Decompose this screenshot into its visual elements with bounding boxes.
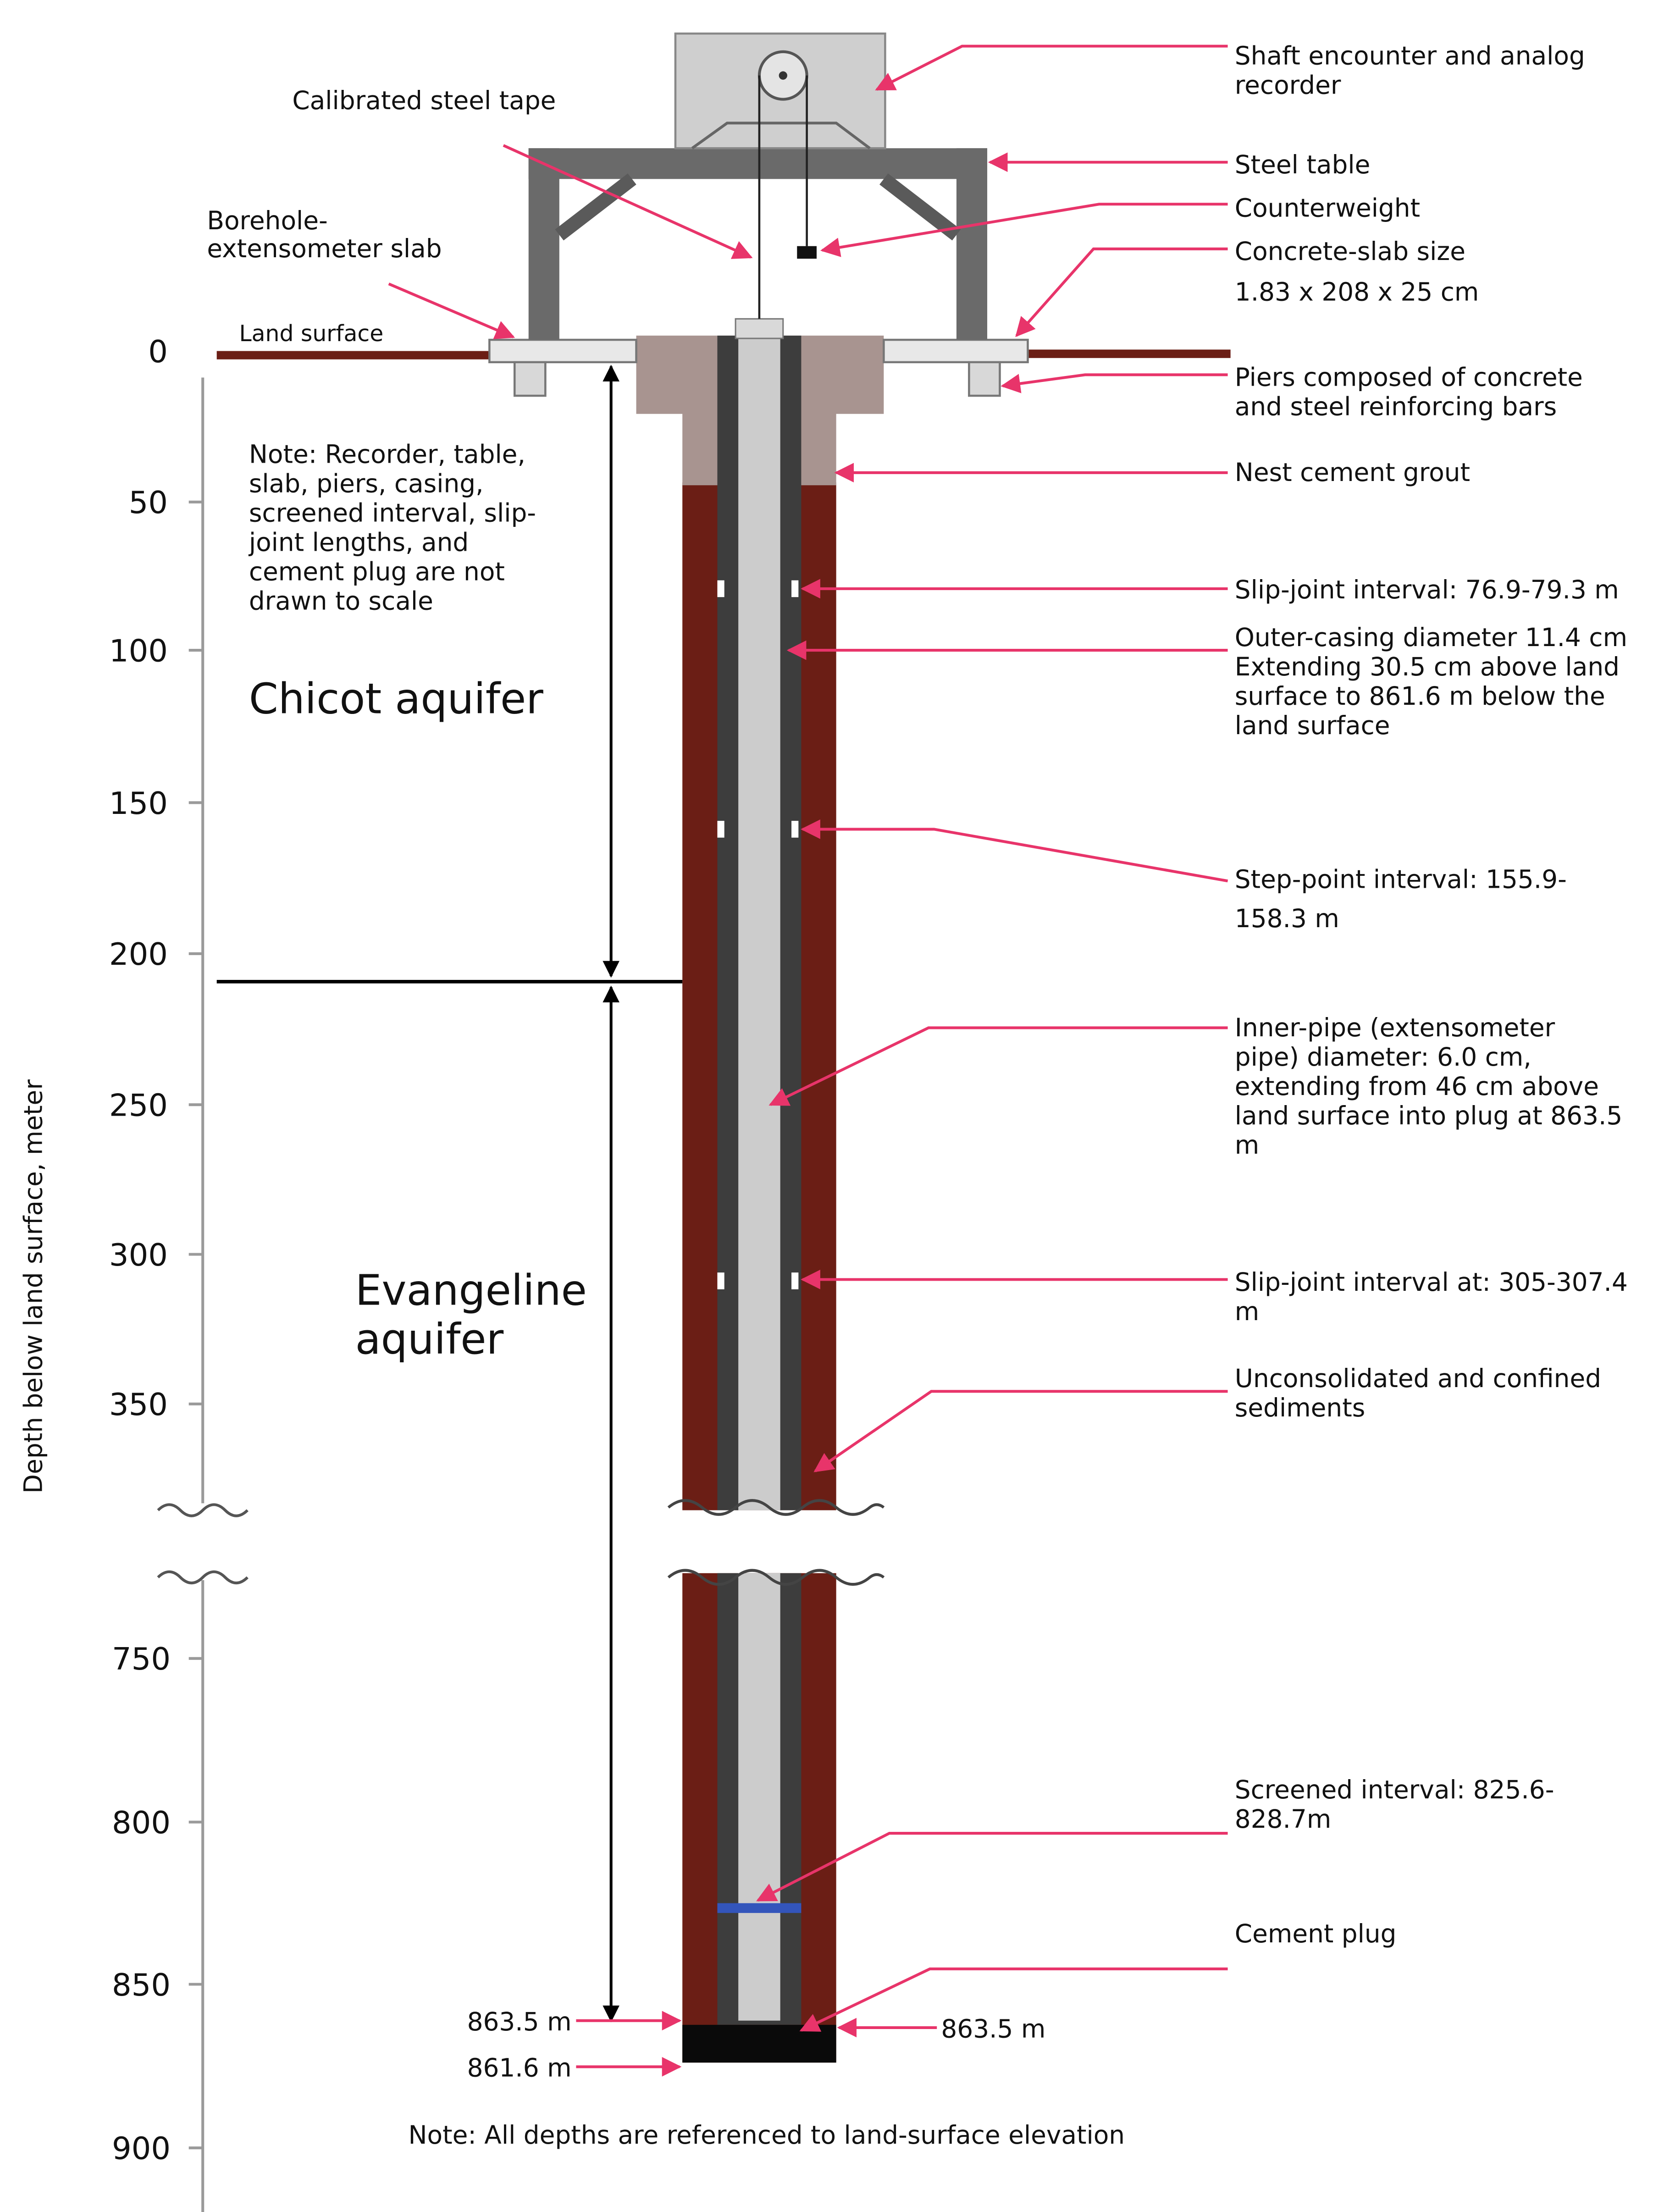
label-cement-plug: Cement plug — [1235, 1919, 1397, 1948]
axis-break-lower — [157, 1570, 249, 1585]
label-line: pipe) diameter: 6.0 cm, — [1235, 1042, 1531, 1072]
label-depth-casing: 861.6 m — [467, 2053, 572, 2083]
label-shaft-recorder: Shaft encounter and analog recorder — [1235, 41, 1593, 100]
label-line: Unconsolidated and confined — [1235, 1364, 1601, 1393]
label-line: land surface into plug at 863.5 — [1235, 1101, 1623, 1130]
label-depth-plug-left: 863.5 m — [467, 2007, 572, 2036]
label-land-surface: Land surface — [239, 321, 383, 347]
note-scale-line: cement plug are not — [249, 557, 505, 586]
label-line: Extending 30.5 cm above land — [1235, 652, 1620, 681]
tick-label: 800 — [112, 1805, 171, 1841]
note-scale: Note: Recorder, table, slab, piers, casi… — [249, 439, 544, 615]
note-scale-line: joint lengths, and — [249, 528, 469, 557]
tick-label: 350 — [109, 1387, 168, 1422]
label-sediments: Unconsolidated and confined sediments — [1235, 1364, 1609, 1422]
tick-label: 900 — [112, 2131, 171, 2167]
label-line: land surface — [1235, 711, 1390, 740]
label-line: 1.83 x 208 x 25 cm — [1235, 277, 1479, 307]
label-line: surface to 861.6 m below the — [1235, 681, 1605, 711]
label-counterweight: Counterweight — [1235, 194, 1420, 223]
inner-pipe — [738, 319, 780, 1510]
break-line-lower — [667, 1569, 885, 1586]
note-depths: Note: All depths are referenced to land-… — [408, 2120, 1125, 2150]
label-depth-plug-right: 863.5 m — [941, 2014, 1045, 2043]
tick-label: 100 — [109, 633, 168, 669]
break-line-upper — [667, 1499, 885, 1516]
tick-label: 50 — [129, 485, 168, 520]
label-evangeline-line: Evangeline — [355, 1266, 587, 1315]
label-evangeline-line: aquifer — [355, 1315, 504, 1364]
tick-label: 850 — [112, 1967, 171, 2003]
label-line: 828.7m — [1235, 1804, 1332, 1834]
note-scale-line: drawn to scale — [249, 586, 433, 616]
borehole-lower — [682, 1573, 836, 2063]
label-grout: Nest cement grout — [1235, 458, 1470, 487]
label-line: Inner-pipe (extensometer — [1235, 1013, 1555, 1042]
tick-label: 0 — [148, 334, 168, 370]
note-scale-line: screened interval, slip- — [249, 498, 536, 528]
pier-left — [513, 361, 547, 397]
cement-plug-fill — [682, 2024, 836, 2063]
label-line: extending from 46 cm above — [1235, 1072, 1599, 1101]
label-slab-line: Borehole- — [207, 206, 328, 235]
label-screened: Screened interval: 825.6- 828.7m — [1235, 1775, 1562, 1834]
label-line: Shaft encounter and analog — [1235, 41, 1585, 70]
label-line: m — [1235, 1297, 1259, 1326]
label-line: and steel reinforcing bars — [1235, 392, 1557, 421]
label-steel-table: Steel table — [1235, 150, 1371, 179]
inner-pipe-lower — [738, 1573, 780, 2021]
steel-table-top — [528, 148, 988, 179]
label-slip-joint-2: Slip-joint interval at: 305-307.4 m — [1235, 1267, 1636, 1326]
label-line: sediments — [1235, 1393, 1365, 1422]
concrete-slab-left — [488, 338, 637, 364]
note-scale-line: slab, piers, casing, — [249, 469, 484, 498]
tick-label: 250 — [109, 1088, 168, 1123]
label-line: Piers composed of concrete — [1235, 363, 1583, 392]
label-line: m — [1235, 1130, 1259, 1160]
tick-label: 200 — [109, 936, 168, 972]
label-line: Outer-casing diameter 11.4 cm — [1235, 623, 1627, 652]
label-line: Slip-joint interval at: 305-307.4 — [1235, 1267, 1628, 1297]
label-step-point: Step-point interval: 155.9- 158.3 m — [1235, 864, 1575, 933]
pier-right — [968, 361, 1001, 397]
axis-break-upper — [157, 1503, 249, 1517]
label-slab-line: extensometer slab — [207, 234, 442, 263]
screened-interval-bar — [717, 1903, 802, 1913]
depth-axis: 0 50 100 150 200 250 300 350 750 800 850… — [18, 334, 249, 2212]
note-scale-line: Note: Recorder, table, — [249, 439, 525, 469]
tick-label: 750 — [112, 1641, 171, 1677]
axis-title: Depth below land surface, meter — [18, 1079, 48, 1493]
label-chicot-aquifer: Chicot aquifer — [249, 674, 543, 723]
surface-structures — [488, 32, 1029, 397]
borehole-upper — [636, 318, 884, 1510]
label-outer-casing: Outer-casing diameter 11.4 cm Extending … — [1235, 623, 1636, 740]
label-line: 158.3 m — [1235, 904, 1339, 933]
tick-label: 150 — [109, 785, 168, 821]
label-calibrated-tape: Calibrated steel tape — [292, 86, 556, 115]
leader-lines — [388, 44, 1228, 2077]
label-line: Screened interval: 825.6- — [1235, 1775, 1554, 1804]
joint-markers — [717, 580, 799, 1289]
label-evangeline-aquifer: Evangeline aquifer — [355, 1266, 600, 1364]
label-line: Concrete-slab size — [1235, 237, 1465, 266]
label-slab-size: Concrete-slab size 1.83 x 208 x 25 cm — [1235, 237, 1479, 306]
label-line: recorder — [1235, 70, 1341, 100]
counterweight-block — [797, 246, 817, 259]
steel-table-leg-left — [528, 148, 559, 340]
label-slip-joint-1: Slip-joint interval: 76.9-79.3 m — [1235, 575, 1619, 604]
label-slab: Borehole- extensometer slab — [207, 206, 442, 263]
label-piers: Piers composed of concrete and steel rei… — [1235, 363, 1591, 421]
label-inner-pipe: Inner-pipe (extensometer pipe) diameter:… — [1235, 1013, 1631, 1160]
tick-label: 300 — [109, 1237, 168, 1273]
steel-table-leg-right — [956, 148, 988, 340]
label-line: Step-point interval: 155.9- — [1235, 864, 1567, 894]
concrete-slab-right — [883, 338, 1029, 364]
